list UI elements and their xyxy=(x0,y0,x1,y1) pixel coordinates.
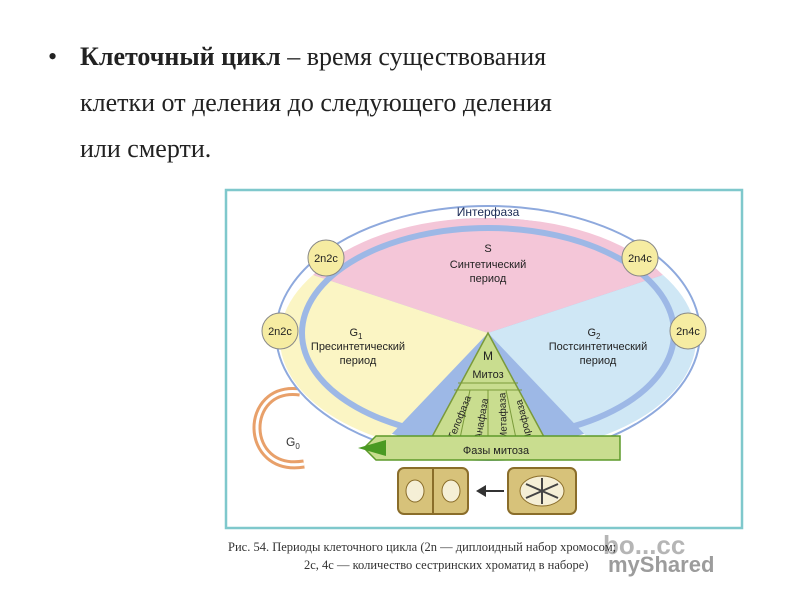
badge-right: 2n4c xyxy=(669,312,707,350)
term-cell-cycle: Клеточный цикл xyxy=(80,42,281,71)
watermark-center: bo...cc xyxy=(603,530,686,560)
m-label: M xyxy=(483,349,493,363)
g1-label: G1 xyxy=(349,327,363,341)
svg-text:2n4c: 2n4c xyxy=(628,253,652,265)
g2-title-line2: период xyxy=(580,355,617,367)
definition-line-2: клетки от деления до следующего деления xyxy=(80,88,552,117)
g0-label: G0 xyxy=(286,435,300,451)
figure-caption: Рис. 54. Периоды клеточного цикла (2n — … xyxy=(228,538,768,574)
s-title-line1: Синтетический xyxy=(450,259,526,271)
slide-definition: • Клеточный цикл – время существования кл… xyxy=(48,34,748,172)
cell-telophase-illustration xyxy=(397,467,469,515)
mitosis-label: Митоз xyxy=(472,369,503,381)
bullet-line-1: • Клеточный цикл – время существования xyxy=(48,34,748,80)
s-label: S xyxy=(484,243,491,255)
s-title-line2: период xyxy=(470,273,507,285)
caption-line-1: Рис. 54. Периоды клеточного цикла (2n — … xyxy=(228,540,617,554)
watermark-brand: myShared xyxy=(608,552,715,577)
definition-part-1: – время существования xyxy=(280,42,547,71)
s-sector-left xyxy=(313,217,488,333)
g1-title-line2: период xyxy=(340,355,377,367)
s-sector-right xyxy=(488,217,663,333)
interphase-label: Интерфаза xyxy=(457,205,520,219)
cell-cycle-figure: G0 M Митоз Телофаза Анафаза Метафаза Про… xyxy=(208,178,768,590)
arrow-left-head-icon xyxy=(476,485,486,497)
badge-left: 2n2c xyxy=(261,312,299,350)
g2-sector xyxy=(488,275,697,440)
g1-title-line1: Пресинтетический xyxy=(311,341,405,353)
badge-top-left: 2n2c xyxy=(307,239,345,277)
g2-title-line1: Постсинтетический xyxy=(549,341,647,353)
svg-text:2n2c: 2n2c xyxy=(314,253,338,265)
caption-line-2: 2c, 4c — количество сестринских хроматид… xyxy=(304,558,589,572)
g0-loop-inner xyxy=(255,390,305,467)
bullet-icon: • xyxy=(48,42,58,71)
badge-top-right: 2n4c xyxy=(621,239,659,277)
cycle-sectors xyxy=(279,217,697,440)
g1-sector xyxy=(279,275,488,440)
phases-of-mitosis-label: Фазы митоза xyxy=(463,445,530,457)
cell-prophase-illustration xyxy=(507,467,577,515)
phase-metaphase: Метафаза xyxy=(496,392,510,440)
g2-label: G2 xyxy=(587,327,601,341)
cell-cycle-diagram: G0 M Митоз Телофаза Анафаза Метафаза Про… xyxy=(224,188,744,531)
definition-line-3: или смерти. xyxy=(80,134,212,163)
svg-text:2n2c: 2n2c xyxy=(268,326,292,338)
arrow-head-left-icon xyxy=(358,440,386,456)
svg-text:2n4c: 2n4c xyxy=(676,326,700,338)
